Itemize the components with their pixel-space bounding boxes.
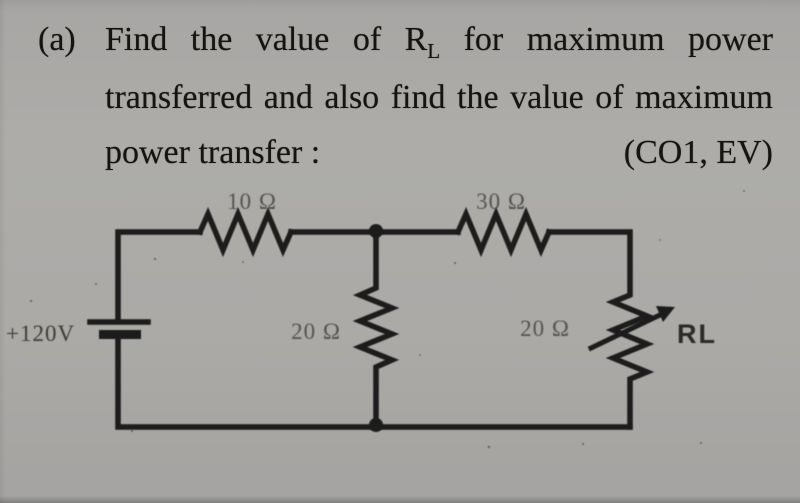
question-line1-text-cont: for maximum power: [440, 21, 773, 58]
question-line-1: Find the value of RL for maximum power: [105, 21, 773, 62]
question-line3-text: power transfer :: [105, 134, 321, 171]
question-line1-text: Find the value of R: [105, 21, 428, 58]
load-resistor-name-label: RL: [677, 319, 717, 349]
load-resistor-value-label: 20 Ω: [520, 316, 570, 341]
rl-subscript: L: [427, 38, 441, 63]
resistor-20ohm-middle-branch: [352, 229, 400, 430]
resistor-10ohm-symbol: [196, 206, 295, 258]
battery-negative-plate: [99, 330, 141, 339]
resistor-20ohm-middle-label: 20 Ω: [291, 319, 341, 344]
question-item-label: (a): [38, 21, 76, 58]
junction-dot-top: [369, 224, 383, 238]
wire-top-left: [115, 229, 203, 323]
resistor-10ohm-label: 10 Ω: [227, 189, 277, 214]
resistor-30ohm-label: 30 Ω: [476, 189, 526, 214]
potentiometer-arrowhead: [656, 306, 675, 322]
resistor-30ohm-symbol: [454, 206, 553, 258]
potentiometer-arrow: [587, 311, 664, 352]
wire-bottom: [115, 336, 633, 430]
course-outcome-marks: (CO1, EV): [623, 134, 773, 171]
junction-dot-bottom: [369, 418, 383, 432]
question-line-2: transferred and also find the value of m…: [105, 79, 773, 116]
load-branch-wire-and-symbol: [546, 229, 655, 430]
voltage-source-label: +120V: [6, 321, 75, 346]
question-line-3: power transfer : (CO1, EV): [105, 136, 773, 170]
